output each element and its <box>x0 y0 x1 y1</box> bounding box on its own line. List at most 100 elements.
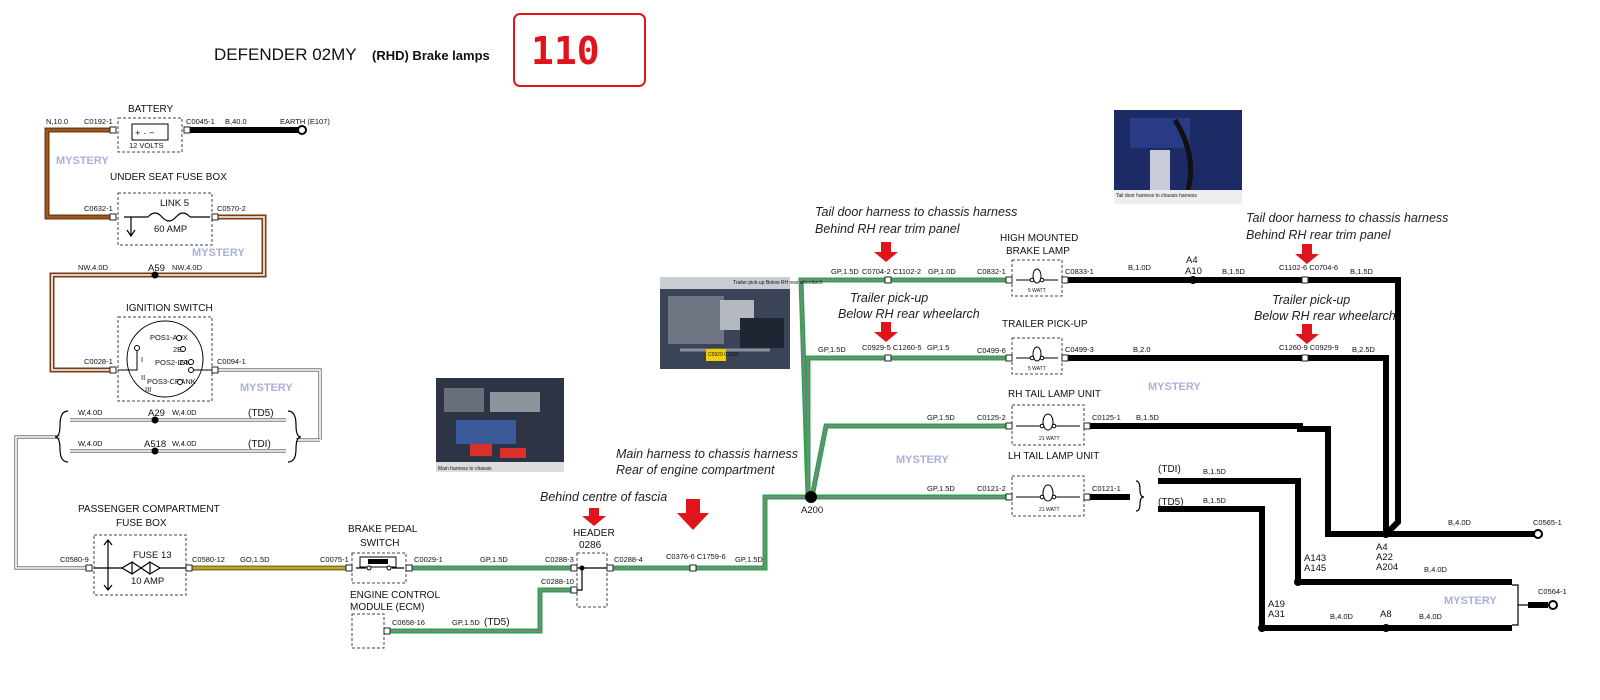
label-c0125-1: C0125-1 <box>1092 413 1121 422</box>
wire-gp-network <box>390 277 1008 634</box>
note-tail-door-right-2: Behind RH rear trim panel <box>1246 228 1392 242</box>
photo-trailer-caption: Trailer pick-up Below RH rear wheelarch <box>733 280 823 286</box>
wire-label-b15b: B,1.5D <box>1350 267 1374 276</box>
label-c0564: C0564-1 <box>1538 587 1567 596</box>
wire-label-gp15e: GP,1.5D <box>818 345 846 354</box>
hmbl-label: HIGH MOUNTED <box>1000 233 1078 244</box>
splice-label-a29: A29 <box>148 408 165 419</box>
label-c0832: C0832-1 <box>977 267 1006 276</box>
splice-a8 <box>1382 624 1390 632</box>
splice-label-a204: A204 <box>1376 562 1398 573</box>
splice-label-a10: A10 <box>1185 266 1202 277</box>
mystery-watermark: MYSTERY <box>56 155 109 167</box>
ecm: ENGINE CONTROL MODULE (ECM) <box>350 590 440 649</box>
hmbl-label-2: BRAKE LAMP <box>1006 246 1070 257</box>
conn-c0029 <box>405 564 413 572</box>
splice-label-a8: A8 <box>1380 609 1392 620</box>
rh-tail-lamp: 21 WATT RH TAIL LAMP UNIT <box>1008 389 1101 446</box>
label-c0376: C0376-6 C1759-6 <box>666 552 726 561</box>
right-brace <box>287 410 302 463</box>
wire-label-b40d: B,4.0D <box>1419 612 1443 621</box>
conn-c0288-10 <box>570 586 578 594</box>
variant-td5-b: (TD5) <box>1158 497 1184 508</box>
underseat-fusebox-label: UNDER SEAT FUSE BOX <box>110 172 227 183</box>
label-c0121-1: C0121-1 <box>1092 484 1121 493</box>
passenger-fusebox: PASSENGER COMPARTMENT FUSE BOX FUSE 13 1… <box>78 504 220 596</box>
conn-c0833 <box>1061 276 1069 284</box>
label-c0094: C0094-1 <box>217 357 246 366</box>
ign-pos3: POS3-CRANK <box>147 377 196 386</box>
lh-tail-lamp: 21 WATT LH TAIL LAMP UNIT <box>1008 451 1099 517</box>
ignition-switch: I II III POS1-AUX POS2-IGN POS3-CRANK 2B… <box>117 303 213 402</box>
passenger-fusebox-label-2: FUSE BOX <box>116 518 167 529</box>
variant-tdi-b: (TDI) <box>1158 464 1181 475</box>
wire-w-ignition <box>14 368 322 570</box>
label-c0045: C0045-1 <box>186 117 215 126</box>
label-c0288-10: C0288-10 <box>541 577 574 586</box>
wire-label-gp15b: GP,1.5D <box>452 618 480 627</box>
conn-c0580-9 <box>85 564 93 572</box>
conn-c0632 <box>109 213 117 221</box>
note-main-harness-2: Rear of engine compartment <box>616 463 775 477</box>
wire-label-b40c: B,4.0D <box>1330 612 1354 621</box>
wire-label-b10: B,1.0D <box>1128 263 1152 272</box>
c0564-bracket <box>1512 584 1519 626</box>
wire-label-gp15g: GP,1.5D <box>927 484 955 493</box>
splice-label-a59: A59 <box>148 263 165 274</box>
hmbl-watt: 5 WATT <box>1028 288 1046 294</box>
label-c0121-2: C0121-2 <box>977 484 1006 493</box>
note-tail-door: Tail door harness to chassis harness <box>815 205 1017 219</box>
conn-c0929-5 <box>884 354 892 362</box>
label-c0704: C0704-2 C1102-2 <box>862 267 921 276</box>
conn-c0580-12 <box>185 564 193 572</box>
splice-a143 <box>1294 578 1302 586</box>
splice-label-a518: A518 <box>144 439 166 450</box>
trailer-pickup: 5 WATT TRAILER PICK-UP <box>1002 319 1088 375</box>
underseat-fusebox: UNDER SEAT FUSE BOX LINK 5 60 AMP <box>110 172 227 246</box>
wire-label-gp10: GP,1.0D <box>928 267 956 276</box>
conn-c0125-2 <box>1005 422 1013 430</box>
label-c0288-3: C0288-3 <box>545 555 574 564</box>
wire-label-go15: GO,1.5D <box>240 555 270 564</box>
ign-2a: 2A <box>179 358 188 367</box>
conn-c0121-1 <box>1083 493 1091 501</box>
splice-label-a4-top: A4 <box>1186 255 1198 266</box>
brake-switch-label: BRAKE PEDAL <box>348 524 418 535</box>
ecm-label-2: MODULE (ECM) <box>350 602 424 613</box>
arrow-trailer <box>874 322 898 342</box>
variant-td5-a: (TD5) <box>248 408 274 419</box>
note-trailer-right-2: Below RH rear wheelarch <box>1254 309 1396 323</box>
conn-c0075 <box>345 564 353 572</box>
splice-a29 <box>151 416 159 424</box>
earth-c0565 <box>1533 529 1543 539</box>
conn-c0570 <box>211 213 219 221</box>
wire-label-n10: N,10.0 <box>46 117 68 126</box>
conn-c0832 <box>1005 276 1013 284</box>
arrow-tail-door-right <box>1295 244 1319 264</box>
link5-amp: 60 AMP <box>154 224 187 235</box>
wire-label-gp15c: GP,1.5D <box>735 555 763 564</box>
variant-tdi-a: (TDI) <box>248 439 271 450</box>
photo-tail-caption: Tail door harness to chassis harness <box>1116 193 1197 199</box>
photo-trailer-pickup: Trailer pick-up Below RH rear wheelarch … <box>660 277 823 369</box>
earth-label: EARTH (E107) <box>280 117 330 126</box>
note-main-harness: Main harness to chassis harness <box>616 447 798 461</box>
splice-a518 <box>151 447 159 455</box>
splice-label-a4: A4 <box>1376 542 1388 553</box>
label-c0580-9: C0580-9 <box>60 555 89 564</box>
ignition-switch-label: IGNITION SWITCH <box>126 303 213 314</box>
conn-c0045 <box>183 126 191 134</box>
rh-tail-label: RH TAIL LAMP UNIT <box>1008 389 1101 400</box>
conn-c0094 <box>211 366 219 374</box>
wire-label-nw40b: NW,4.0D <box>172 263 203 272</box>
conn-c0499-6 <box>1005 354 1013 362</box>
model-badge-frame <box>513 13 646 87</box>
rh-tail-watt: 21 WATT <box>1039 436 1060 442</box>
wire-label-b15e: B,1.5D <box>1203 496 1227 505</box>
wire-label-w40c: W,4.0D <box>78 439 103 448</box>
wire-label-gp15d: GP,1.5D <box>831 267 859 276</box>
wire-label-b15c: B,1.5D <box>1136 413 1160 422</box>
link5-label: LINK 5 <box>160 198 189 209</box>
battery-label: BATTERY <box>128 104 174 115</box>
wire-label-w40a: W,4.0D <box>78 408 103 417</box>
